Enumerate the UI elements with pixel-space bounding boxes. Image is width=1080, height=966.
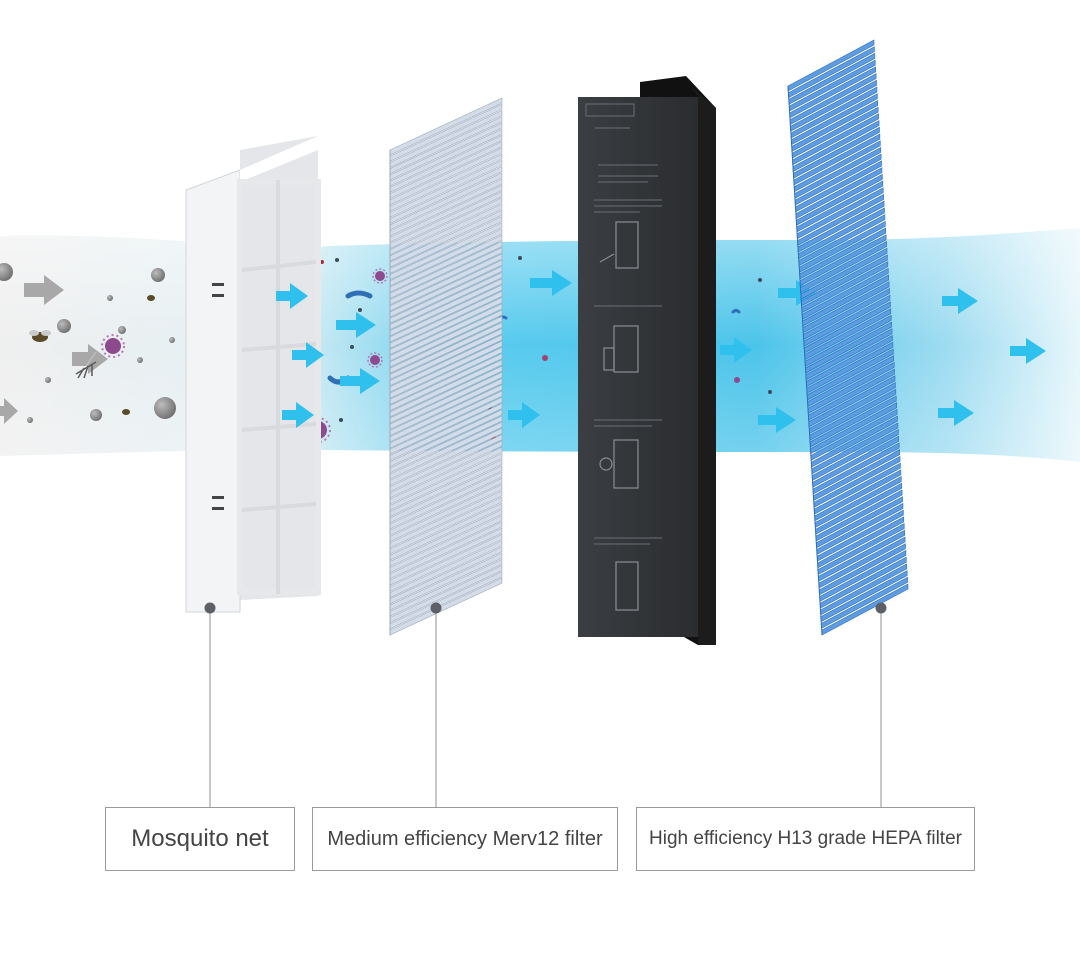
airflow-arrow-icon <box>340 368 380 394</box>
dust-particle-icon <box>90 409 102 421</box>
merv12-filter-pleats <box>389 97 503 636</box>
dust-particle-icon <box>45 377 51 383</box>
merv12-filter-label-text: Medium efficiency Merv12 filter <box>327 827 603 850</box>
virus-icon <box>367 352 383 368</box>
virus-icon <box>372 268 388 284</box>
virus-icon <box>734 377 740 383</box>
mosquito-net-label-text: Mosquito net <box>131 825 269 852</box>
dust-particle-icon <box>137 357 143 363</box>
dust-particle-icon <box>151 268 165 282</box>
airflow-arrow-icon <box>336 312 376 338</box>
dust-particle-icon <box>107 295 113 301</box>
insect-icon <box>29 295 155 415</box>
dust-particle-icon <box>169 337 175 343</box>
merv12-filter-label: Medium efficiency Merv12 filter <box>312 807 618 871</box>
airflow-arrow-icon <box>276 283 308 309</box>
dust-particle-icon <box>118 326 126 334</box>
filter-replace-diagram-icon <box>599 221 639 611</box>
mosquito-icon <box>75 351 97 379</box>
leader-lines <box>209 608 882 807</box>
virus-icon <box>101 334 125 358</box>
dust-particle-icon <box>154 397 176 419</box>
virus-icon <box>542 355 548 361</box>
grey-airflow-arrows <box>0 275 108 424</box>
airflow-band <box>0 228 1080 462</box>
airflow-arrow-icon <box>720 337 752 363</box>
dust-particles <box>0 263 176 423</box>
carbon-filter <box>578 76 716 645</box>
airflow-arrow-icon <box>530 270 572 296</box>
dust-particle-icon <box>57 319 71 333</box>
bacteria-icon <box>731 309 741 314</box>
dust-particle-icon <box>27 417 33 423</box>
airflow-arrow-icon <box>0 398 18 424</box>
bacteria-icon <box>345 290 373 299</box>
mosquito-net-label: Mosquito net <box>105 807 295 871</box>
airflow-arrow-icon <box>942 288 978 314</box>
dust-particle-icon <box>0 263 13 281</box>
airflow-arrow-icon <box>508 402 540 428</box>
airflow-arrow-icon <box>292 342 324 368</box>
cyan-airflow-arrows <box>276 270 1046 433</box>
hepa-filter-label: High efficiency H13 grade HEPA filter <box>636 807 975 871</box>
anchor-dots <box>204 602 887 614</box>
hepa-filter-label-text: High efficiency H13 grade HEPA filter <box>649 828 962 849</box>
airflow-arrow-icon <box>778 280 816 306</box>
mosquito-net-frame <box>185 136 321 613</box>
hepa-filter-pleats <box>787 39 909 636</box>
airflow-arrow-icon <box>72 344 108 374</box>
airflow-arrow-icon <box>1010 338 1046 364</box>
airflow-arrow-icon <box>282 402 314 428</box>
airflow-arrow-icon <box>758 407 796 433</box>
airflow-arrow-icon <box>24 275 64 305</box>
airflow-arrow-icon <box>938 400 974 426</box>
